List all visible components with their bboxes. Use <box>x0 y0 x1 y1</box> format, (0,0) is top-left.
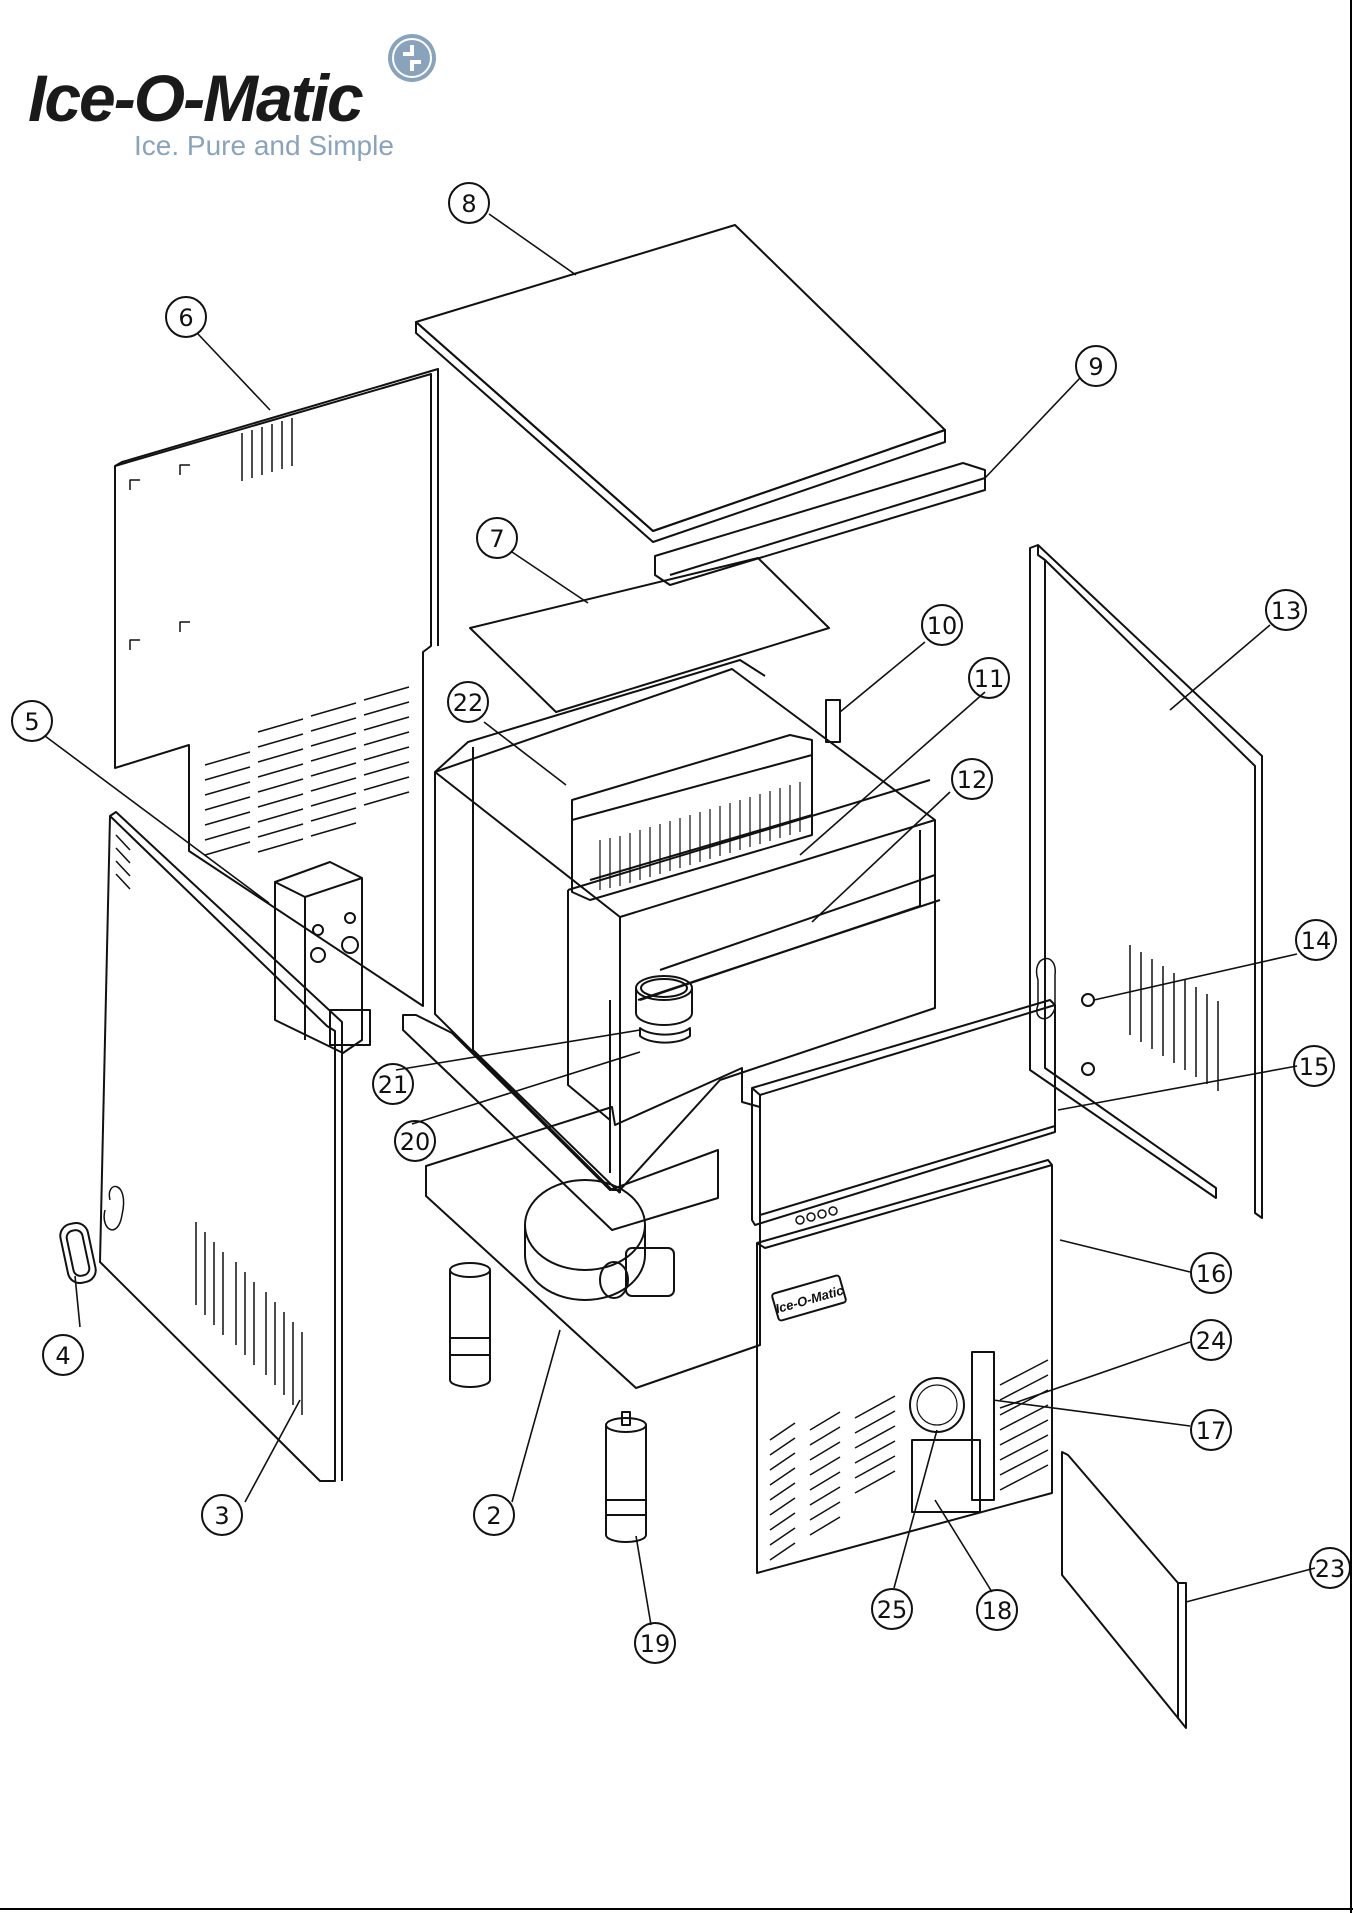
part-leg-back <box>450 1263 490 1387</box>
callout-17: 17 <box>1196 1417 1227 1445</box>
part-top-cover <box>416 225 945 542</box>
page-border-bottom <box>0 1908 1353 1910</box>
callout-12: 12 <box>957 766 988 794</box>
callout-9: 9 <box>1088 353 1103 381</box>
part-gasket <box>58 1221 98 1286</box>
callout-15: 15 <box>1299 1053 1330 1081</box>
front-panel-badge: Ice-O-Matic <box>774 1282 846 1316</box>
callout-25: 25 <box>877 1596 908 1624</box>
callout-2: 2 <box>486 1502 501 1530</box>
part-control-box <box>275 862 370 1053</box>
callout-3: 3 <box>214 1502 229 1530</box>
part-bracket <box>826 700 840 742</box>
page-border-right <box>1350 0 1352 1913</box>
part-reservoir-ring <box>636 976 692 1025</box>
part-evaporator <box>572 735 812 900</box>
callout-6: 6 <box>178 304 193 332</box>
callout-7: 7 <box>489 525 504 553</box>
part-rear-panel <box>115 369 438 1006</box>
part-front-lower-panel <box>757 1160 1052 1573</box>
callout-22: 22 <box>453 689 484 717</box>
callout-24: 24 <box>1196 1327 1227 1355</box>
part-leg-front <box>606 1412 646 1542</box>
callout-11: 11 <box>974 665 1005 693</box>
callout-circles <box>12 183 1350 1663</box>
callout-16: 16 <box>1196 1260 1227 1288</box>
part-access-panel <box>1062 1452 1186 1728</box>
callout-14: 14 <box>1301 927 1332 955</box>
part-front-door <box>752 1000 1055 1225</box>
callout-8: 8 <box>461 190 476 218</box>
part-compressor <box>525 1180 674 1300</box>
callout-23: 23 <box>1315 1555 1346 1583</box>
callout-5: 5 <box>24 708 39 736</box>
part-insulation-sheet <box>470 558 829 712</box>
callout-20: 20 <box>400 1128 431 1156</box>
callout-13: 13 <box>1271 597 1302 625</box>
part-right-side-panel <box>1030 545 1262 1218</box>
callout-10: 10 <box>927 612 958 640</box>
callout-4: 4 <box>55 1342 70 1370</box>
callout-18: 18 <box>982 1597 1013 1625</box>
part-drain-cup <box>640 1028 690 1043</box>
callout-21: 21 <box>378 1071 409 1099</box>
callout-19: 19 <box>640 1630 671 1658</box>
leader-lines <box>45 214 1315 1625</box>
